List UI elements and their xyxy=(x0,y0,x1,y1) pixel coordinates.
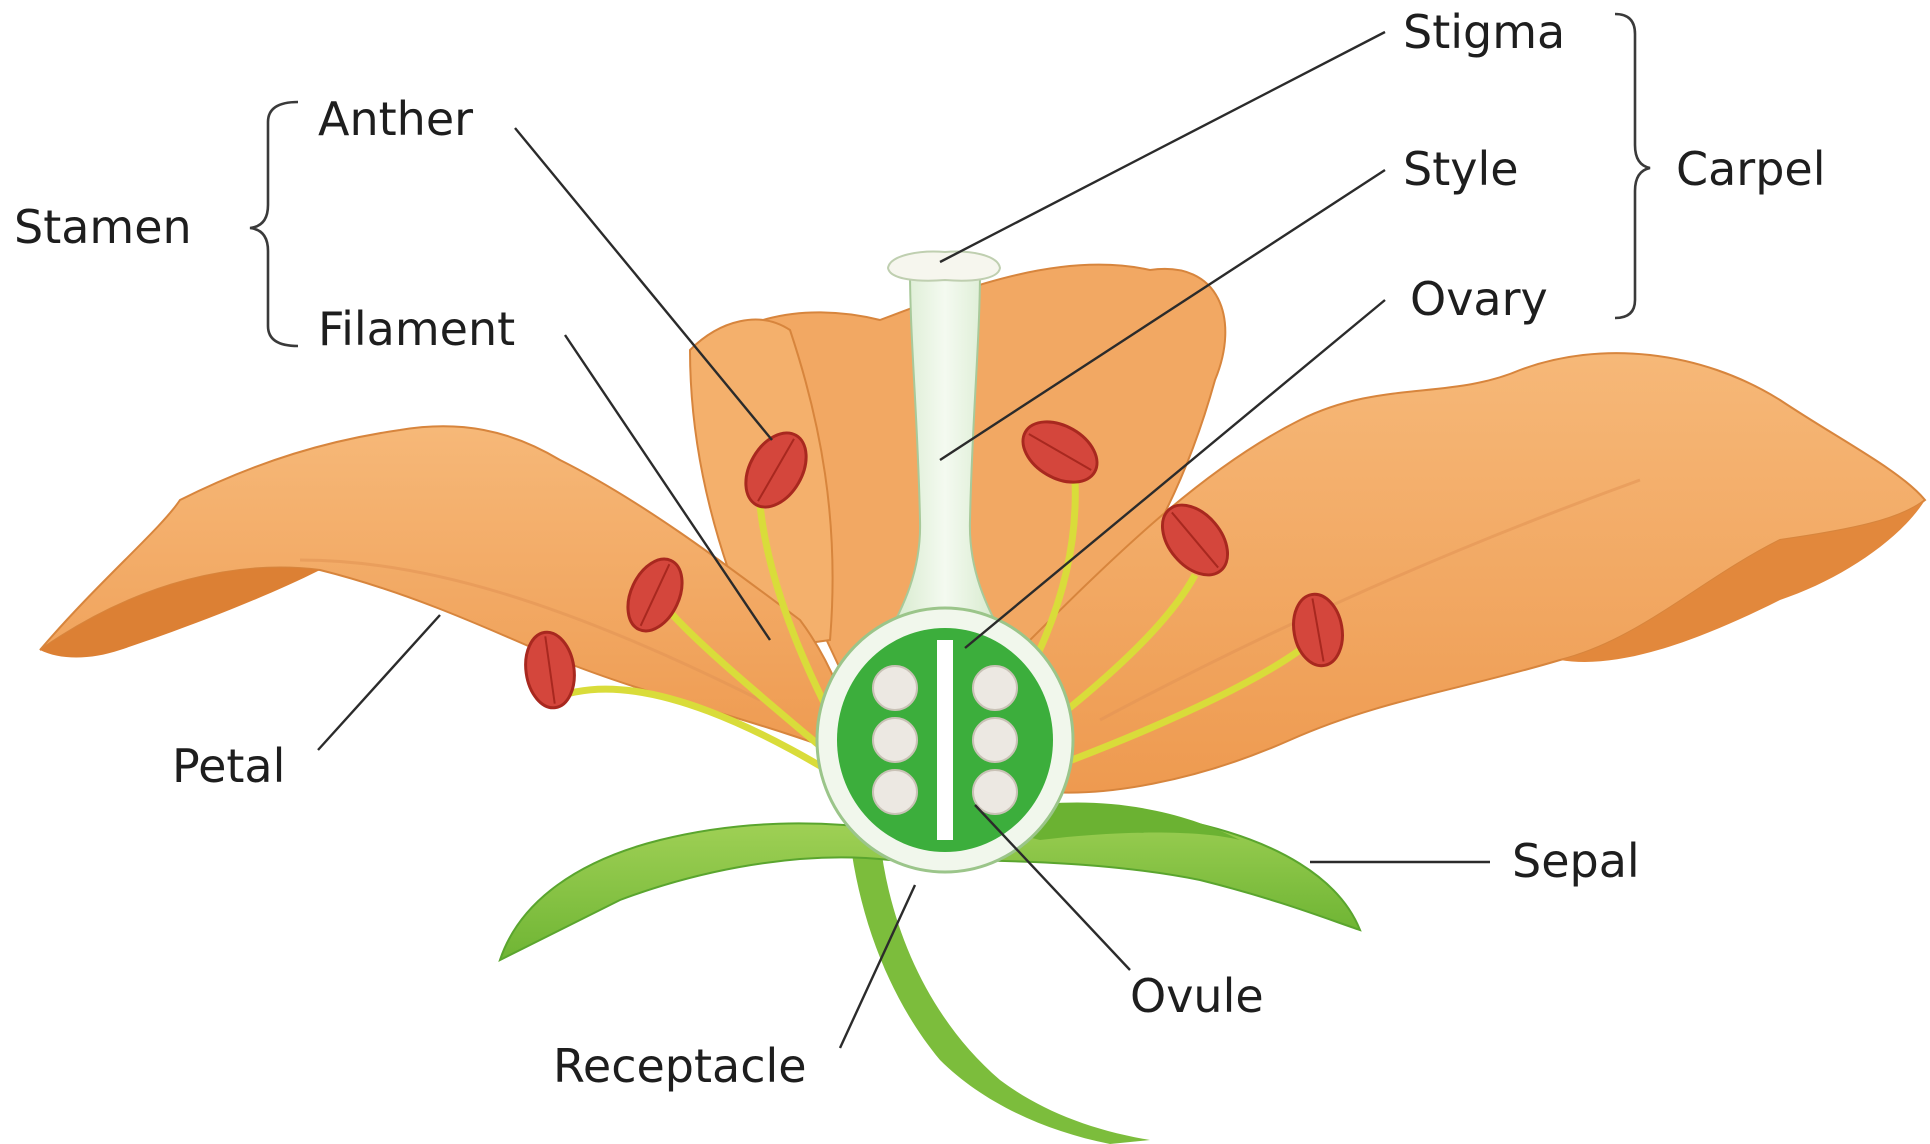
anther-leader xyxy=(515,128,772,440)
stamen-brace xyxy=(250,102,298,346)
stigma xyxy=(888,252,1000,281)
ovary-septum xyxy=(937,640,953,840)
stigma-leader xyxy=(940,32,1385,262)
label-style: Style xyxy=(1403,142,1519,196)
ovule xyxy=(973,770,1017,814)
ovule xyxy=(873,666,917,710)
label-stamen: Stamen xyxy=(14,200,192,254)
ovule xyxy=(973,718,1017,762)
carpel-brace xyxy=(1615,14,1650,318)
label-ovule: Ovule xyxy=(1130,969,1264,1023)
label-receptacle: Receptacle xyxy=(553,1039,807,1093)
label-stigma: Stigma xyxy=(1403,5,1565,59)
ovule xyxy=(873,718,917,762)
label-sepal: Sepal xyxy=(1512,834,1640,888)
sepal-left xyxy=(500,823,890,960)
label-anther: Anther xyxy=(318,92,473,146)
ovule xyxy=(973,666,1017,710)
label-petal: Petal xyxy=(172,739,285,793)
ovule xyxy=(873,770,917,814)
label-filament: Filament xyxy=(318,302,515,356)
petal-leader xyxy=(318,615,440,750)
label-carpel: Carpel xyxy=(1676,142,1826,196)
stem xyxy=(850,840,1150,1144)
label-ovary: Ovary xyxy=(1410,272,1548,326)
